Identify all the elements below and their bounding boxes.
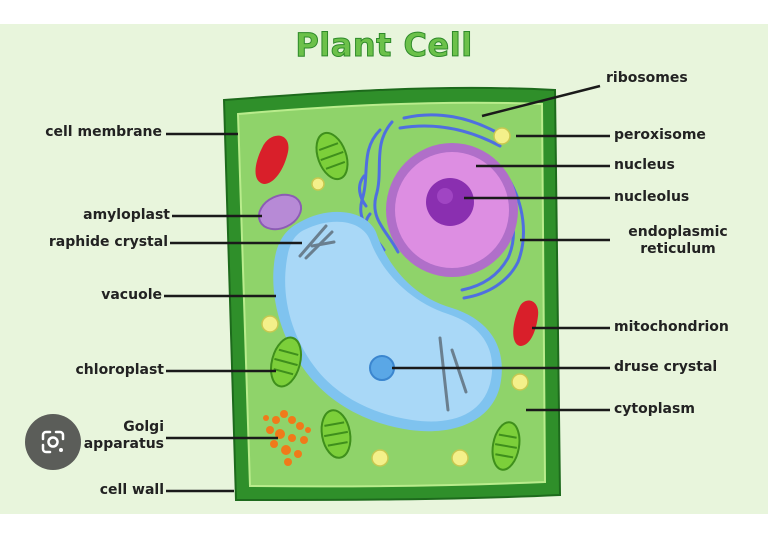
mitochondrion-shape-right [513, 300, 539, 346]
label-endoplasmic-reticulum: endoplasmic reticulum [628, 224, 728, 257]
crystal-needles-shape [438, 336, 468, 412]
label-vacuole: vacuole [101, 287, 162, 303]
google-lens-icon [41, 430, 65, 454]
label-amyloplast: amyloplast [83, 207, 170, 223]
amyloplast-shape [257, 193, 303, 231]
label-peroxisome: peroxisome [614, 127, 706, 143]
druse-crystal-shape [369, 355, 395, 381]
label-nucleus: nucleus [614, 157, 675, 173]
diagram-title: Plant Cell [295, 26, 473, 65]
label-cytoplasm: cytoplasm [614, 401, 695, 417]
label-druse-crystal: druse crystal [614, 359, 718, 375]
lens-search-button[interactable] [25, 414, 81, 470]
golgi-shape [263, 410, 311, 466]
leader-lines [164, 84, 610, 493]
raphide-crystal-shape [298, 224, 336, 260]
mitochondrion-shape-top [255, 135, 289, 184]
label-ribosomes: ribosomes [606, 70, 688, 86]
ribosome-dots [261, 127, 529, 467]
label-raphide-crystal: raphide crystal [48, 234, 168, 250]
label-cell-wall: cell wall [99, 482, 164, 498]
label-chloroplast: chloroplast [75, 362, 165, 378]
label-nucleolus: nucleolus [614, 189, 690, 205]
cell-membrane-shape [236, 101, 547, 488]
label-cell-membrane: cell membrane [45, 124, 162, 140]
label-golgi-apparatus: Golgi apparatus [83, 419, 164, 452]
label-mitochondrion: mitochondrion [614, 319, 729, 335]
